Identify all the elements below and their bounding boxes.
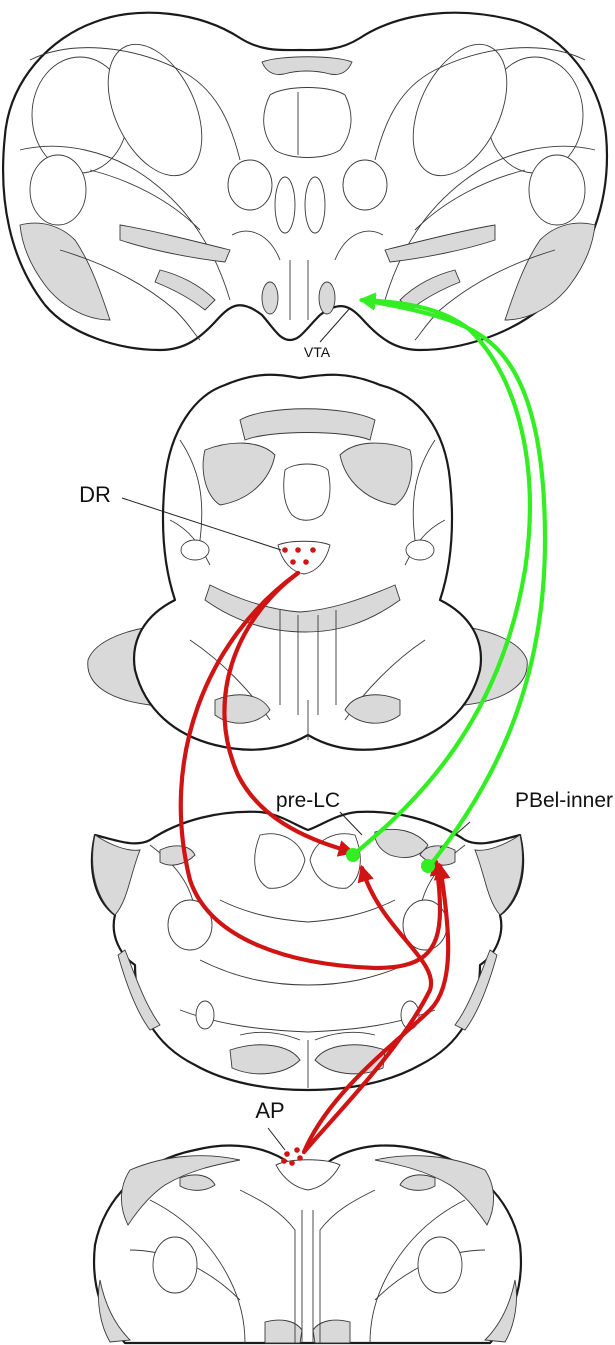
ap-neuron-dot <box>289 1160 295 1166</box>
structure <box>418 1237 462 1293</box>
structure <box>275 177 295 233</box>
region-vta-right <box>319 282 335 314</box>
section-pons-dr: DR <box>79 375 527 750</box>
ap-neuron-dot <box>297 1155 303 1161</box>
pre-lc-source-dot <box>346 848 360 862</box>
ap-neuron-dot <box>294 1147 300 1153</box>
structure <box>406 540 434 560</box>
dr-neuron-dot <box>282 547 288 553</box>
pre-lc-label: pre-LC <box>276 789 340 812</box>
dr-neuron-dot <box>303 559 309 565</box>
ap-leader-line <box>268 1128 285 1150</box>
vta-label: VTA <box>304 344 331 360</box>
structure <box>305 177 325 233</box>
ap-label: AP <box>255 1098 284 1123</box>
dr-neuron-dot <box>290 559 296 565</box>
structure <box>153 1237 197 1293</box>
section-pons-lc: pre-LC PBel-inner <box>92 789 613 1090</box>
section-midbrain: VTA <box>3 13 607 360</box>
structure <box>181 540 209 560</box>
dr-neuron-dot <box>295 547 301 553</box>
structure <box>196 1001 214 1029</box>
ap-neuron-dot <box>284 1151 290 1157</box>
ap-neuron-dot <box>281 1158 287 1164</box>
structure-aqueduct-area <box>264 88 351 158</box>
structure <box>30 155 86 225</box>
structure <box>343 160 387 210</box>
dr-label: DR <box>79 482 111 507</box>
section-pons-lc-outline <box>92 812 523 1090</box>
pbel-inner-source-dot <box>421 859 435 873</box>
structure <box>228 160 272 210</box>
pbel-inner-label: PBel-inner <box>515 789 613 812</box>
section-medulla-ap: AP <box>94 1098 521 1343</box>
region-vta-left <box>262 282 278 314</box>
structure-aqueduct <box>284 464 330 520</box>
dr-neuron-dot <box>310 547 316 553</box>
